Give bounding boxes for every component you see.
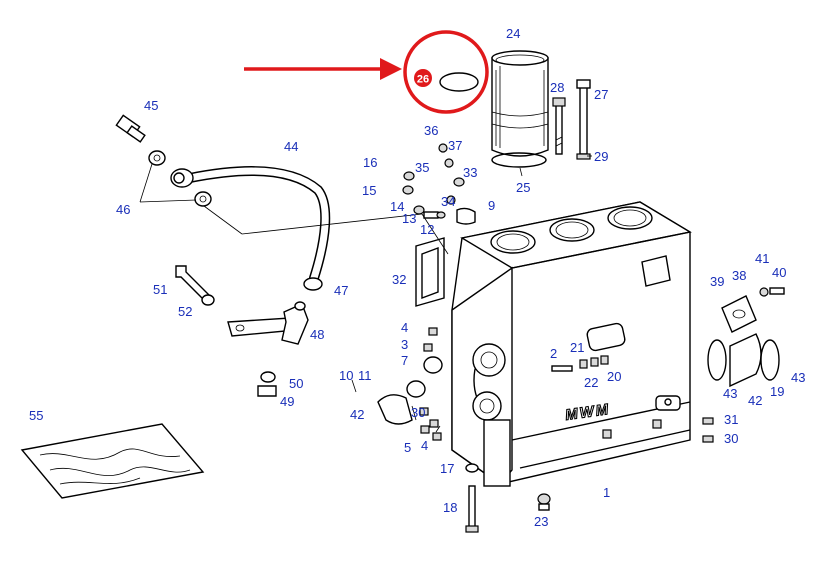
callout-labels: 1 2 3 4 4 5 7 9 10 11 12 13 14 15 16 17 … xyxy=(29,26,805,529)
callout-13: 13 xyxy=(402,211,416,226)
callout-17: 17 xyxy=(440,461,454,476)
callout-31: 31 xyxy=(724,412,738,427)
oil-pipe xyxy=(170,165,331,291)
liner-o-ring xyxy=(491,152,547,168)
callout-14: 14 xyxy=(390,199,404,214)
callout-34: 34 xyxy=(441,194,455,209)
highlight-badge-text: 26 xyxy=(417,74,429,86)
callout-19: 19 xyxy=(770,384,784,399)
callout-5: 5 xyxy=(404,440,411,455)
highlight-ring xyxy=(403,30,489,114)
highlight-badge xyxy=(414,69,432,87)
callout-42a: 42 xyxy=(350,407,364,422)
callout-36: 36 xyxy=(424,123,438,138)
callout-48: 48 xyxy=(310,327,324,342)
callout-30a: 30 xyxy=(411,405,425,420)
callout-41: 41 xyxy=(755,251,769,266)
callout-21: 21 xyxy=(570,340,584,355)
callout-25: 25 xyxy=(516,180,530,195)
callout-15: 15 xyxy=(362,183,376,198)
callout-46: 46 xyxy=(116,202,130,217)
callout-28: 28 xyxy=(550,80,564,95)
bearing-left xyxy=(377,327,443,441)
plug-17-18-23 xyxy=(465,355,609,533)
callout-35: 35 xyxy=(415,160,429,175)
callout-3: 3 xyxy=(401,337,408,352)
callout-40: 40 xyxy=(772,265,786,280)
callout-37: 37 xyxy=(448,138,462,153)
callout-12: 12 xyxy=(420,222,434,237)
callout-10: 10 xyxy=(339,368,353,383)
bracket-48 xyxy=(175,265,309,397)
callout-44: 44 xyxy=(284,139,298,154)
callout-4b: 4 xyxy=(421,438,428,453)
highlight-arrow xyxy=(244,58,402,80)
callout-39: 39 xyxy=(710,274,724,289)
leader-lines xyxy=(139,155,592,433)
callout-24: 24 xyxy=(506,26,520,41)
callout-1: 1 xyxy=(603,485,610,500)
callout-42b: 42 xyxy=(748,393,762,408)
callout-47: 47 xyxy=(334,283,348,298)
cylinder-liner xyxy=(491,50,549,157)
callout-20: 20 xyxy=(607,369,621,384)
gasket-sheet xyxy=(20,423,205,499)
callout-38: 38 xyxy=(732,268,746,283)
callout-50: 50 xyxy=(289,376,303,391)
banjo-bolt-45 xyxy=(115,114,212,207)
callout-18: 18 xyxy=(443,500,457,515)
small-fittings xyxy=(402,143,476,307)
callout-22: 22 xyxy=(584,375,598,390)
callout-23: 23 xyxy=(534,514,548,529)
callout-43a: 43 xyxy=(723,386,737,401)
callout-55: 55 xyxy=(29,408,43,423)
callout-7: 7 xyxy=(401,353,408,368)
callout-4a: 4 xyxy=(401,320,408,335)
callout-29: 29 xyxy=(594,149,608,164)
callout-43b: 43 xyxy=(791,370,805,385)
stud-bolts xyxy=(552,79,591,160)
callout-33: 33 xyxy=(463,165,477,180)
callout-9: 9 xyxy=(488,198,495,213)
callout-27: 27 xyxy=(594,87,608,102)
callout-51: 51 xyxy=(153,282,167,297)
callout-49: 49 xyxy=(280,394,294,409)
engine-block xyxy=(451,201,692,487)
callout-11: 11 xyxy=(358,368,372,383)
callout-30b: 30 xyxy=(724,431,738,446)
callout-32: 32 xyxy=(392,272,406,287)
bearing-right xyxy=(702,287,785,443)
callout-2: 2 xyxy=(550,346,557,361)
callout-52: 52 xyxy=(178,304,192,319)
seal-ring-26 xyxy=(439,72,479,92)
callout-16: 16 xyxy=(363,155,377,170)
callout-45: 45 xyxy=(144,98,158,113)
